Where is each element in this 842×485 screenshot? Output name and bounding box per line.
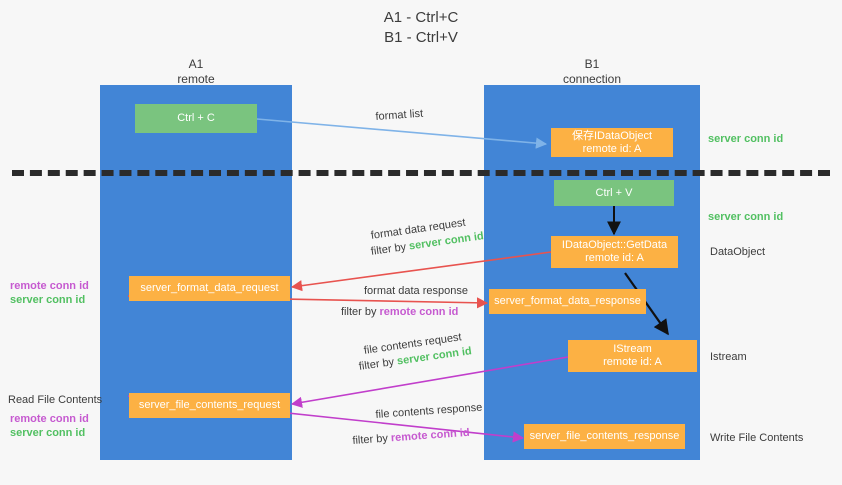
box-save-idataobject-line2: remote id: A (582, 142, 642, 155)
label-write-file-contents: Write File Contents (710, 432, 804, 444)
phase-divider (12, 170, 830, 176)
arrow-format-list (256, 118, 548, 149)
label-server-conn-id-left-bottom: server conn id (10, 427, 86, 439)
column-a1-name: A1 (188, 57, 204, 71)
box-ctrl-c[interactable]: Ctrl + C (135, 104, 257, 133)
box-istream-line2: remote id: A (603, 356, 662, 368)
box-server-file-contents-response[interactable]: server_file_contents_response (524, 424, 685, 449)
edge-label-format-data-response: format data response (364, 285, 468, 297)
title-line-1: A1 - Ctrl+C (383, 9, 459, 26)
label-remote-conn-id-top: remote conn id (10, 280, 89, 292)
box-file-req-label: server_file_contents_request (138, 399, 281, 411)
arrow-getdata-to-istream (624, 272, 669, 336)
box-ctrl-v[interactable]: Ctrl + V (554, 180, 674, 206)
filter-prefix-4: filter by (352, 432, 392, 447)
box-getdata-line1: IDataObject::GetData (561, 239, 668, 251)
box-file-resp-label: server_file_contents_response (529, 430, 680, 442)
edge-label-format-data-response-filter: filter by remote conn id (341, 305, 458, 319)
label-istream: Istream (710, 351, 747, 363)
box-getdata-line2: remote id: A (585, 252, 644, 264)
label-server-conn-id-top: server conn id (708, 133, 784, 145)
box-server-format-data-response[interactable]: server_format_data_response (489, 289, 646, 314)
box-save-idataobject-line1: 保存IDataObject (571, 129, 653, 142)
filter-key-2: remote conn id (379, 306, 459, 318)
box-ctrl-v-line1: Ctrl + V (595, 186, 633, 199)
arrow-file-contents-request (290, 356, 569, 408)
column-header-a1: A1 remote (100, 57, 292, 87)
box-istream[interactable]: IStream remote id: A (568, 340, 697, 372)
column-header-b1: B1 connection (484, 57, 700, 87)
box-istream-line1: IStream (613, 343, 652, 355)
box-ctrl-c-line1: Ctrl + C (177, 112, 215, 124)
label-server-conn-id-left-top: server conn id (10, 294, 86, 306)
page-title: A1 - Ctrl+C B1 - Ctrl+V (0, 8, 842, 48)
box-idataobject-getdata[interactable]: IDataObject::GetData remote id: A (551, 236, 678, 268)
box-server-format-data-request[interactable]: server_format_data_request (129, 276, 290, 301)
box-fmt-resp-label: server_format_data_response (494, 295, 641, 307)
title-line-2: B1 - Ctrl+V (384, 29, 458, 46)
arrow-format-data-request (290, 251, 552, 292)
label-remote-conn-id-bottom: remote conn id (10, 413, 89, 425)
box-server-file-contents-request[interactable]: server_file_contents_request (129, 393, 290, 418)
column-b1-sub: connection (562, 72, 622, 86)
column-a1-sub: remote (177, 72, 215, 86)
label-server-conn-id-middle: server conn id (708, 211, 784, 223)
label-dataobject: DataObject (710, 246, 766, 258)
label-read-file-contents: Read File Contents (8, 394, 103, 406)
box-save-idataobject[interactable]: 保存IDataObject remote id: A (551, 128, 673, 157)
filter-prefix-2: filter by (341, 306, 380, 318)
box-fmt-req-label: server_format_data_request (140, 282, 279, 294)
column-b1-name: B1 (584, 57, 600, 71)
